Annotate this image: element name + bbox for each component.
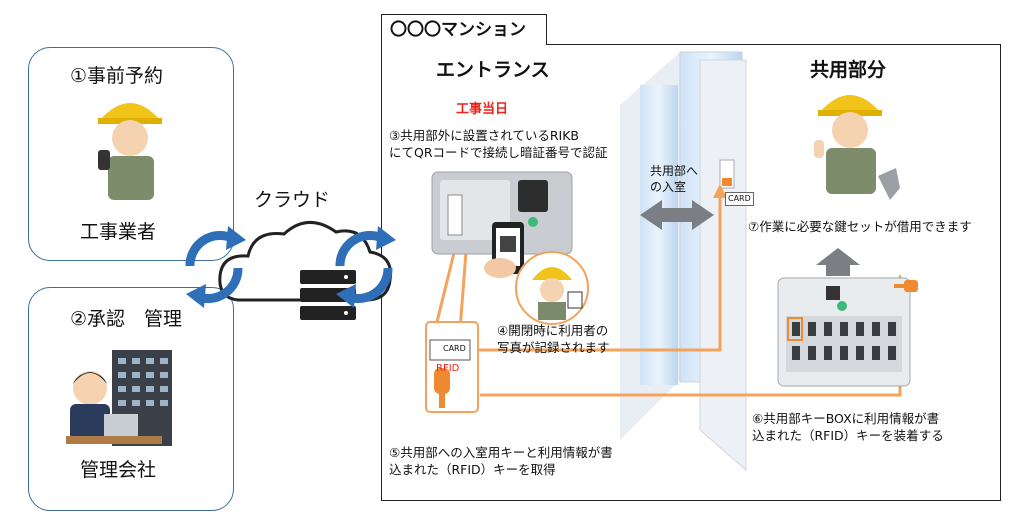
step4-line1: ④開閉時に利用者の [497,323,609,338]
step5-line2: 込まれた（RFID）キーを取得 [389,462,556,477]
work-day-label: 工事当日 [456,102,509,117]
manager-name: 管理会社 [80,459,157,481]
contractor-step-label: ①事前予約 [70,65,164,87]
up-arrow [816,248,860,276]
card-label: CARD [443,344,466,353]
step5-line1: ⑤共用部への入室用キーと利用情報が書 [389,445,613,460]
common-area-worker [814,95,900,200]
step3-line2: にてQRコードで接続し暗証番号で認証 [389,145,608,160]
cloud-label: クラウド [254,189,331,211]
common-area-heading: 共用部分 [810,59,887,81]
key-box [777,277,918,387]
door-label-line1: 共用部へ [650,164,699,178]
rfid-card-key [425,321,479,413]
manager-figure [66,350,172,446]
step4-line2: 写真が記録されます [497,340,610,355]
door-card-label: CARD [725,192,754,206]
entrance-door [620,51,747,472]
building-title: 〇〇〇マンション [381,14,547,45]
door-label-line2: の入室 [650,180,687,194]
contractor-figure [98,103,162,200]
rfid-label: RFID [436,363,460,374]
door-double-arrow [640,200,714,230]
photo-worker [515,251,589,325]
manager-step-label: ②承認 管理 [70,308,183,330]
entrance-heading: エントランス [436,59,550,81]
step6-line1: ⑥共用部キーBOXに利用情報が書 [752,411,940,426]
qr-phone [484,222,524,278]
rikb-device [431,171,573,255]
step6-line2: 込まれた（RFID）キーを装着する [752,428,944,443]
contractor-name: 工事業者 [80,221,157,243]
step7-text: ⑦作業に必要な鍵セットが借用できます [748,219,972,234]
step3-line1: ③共用部外に設置されているRIKB [389,128,579,143]
